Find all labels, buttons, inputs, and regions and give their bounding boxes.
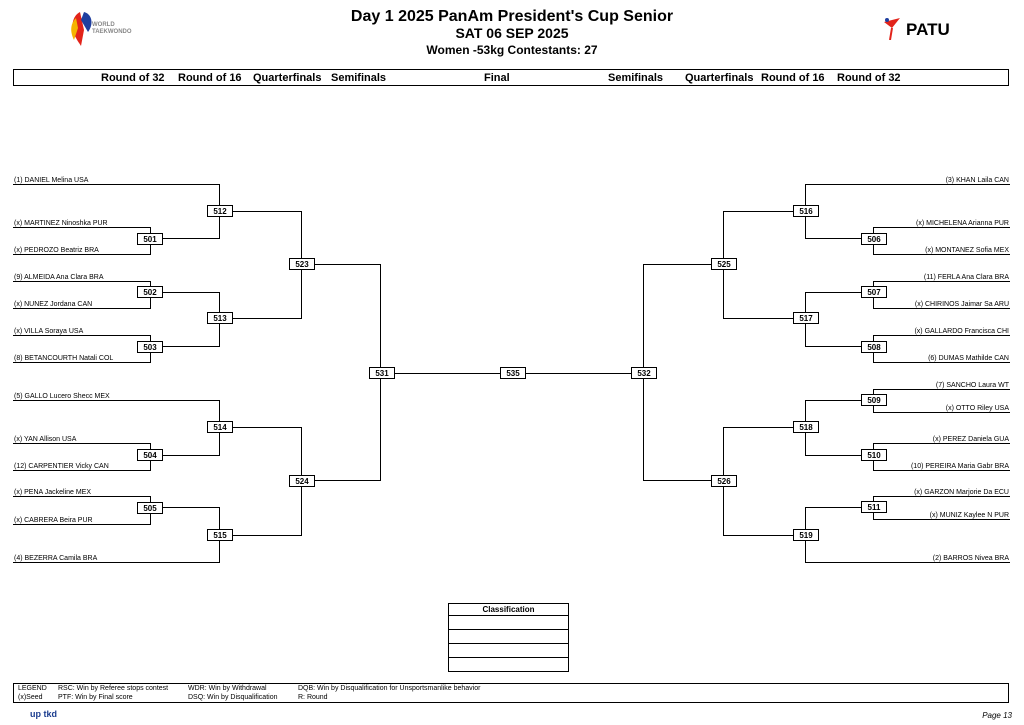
match-box-501[interactable]: 501: [137, 233, 163, 245]
match-box-515[interactable]: 515: [207, 529, 233, 541]
match-box-524[interactable]: 524: [289, 475, 315, 487]
competitor-name: (10) PEREIRA Maria Gabr BRA: [910, 463, 1009, 470]
competitor-name: (x) MICHELENA Arianna PUR: [916, 220, 1009, 227]
match-box-519[interactable]: 519: [793, 529, 819, 541]
competitor-name: (x) PEDROZO Beatriz BRA: [14, 247, 99, 254]
round-label-left-r32: Round of 32: [101, 72, 165, 84]
competitor-name: (x) PENA Jackeline MEX: [14, 489, 92, 496]
classification-title: Classification: [448, 603, 569, 616]
legend-wdr: WDR: Win by Withdrawal: [188, 685, 267, 692]
competitor-name: (x) GALLARDO Francisca CHI: [914, 328, 1009, 335]
competitor-name: (x) OTTO Riley USA: [945, 405, 1009, 412]
competitor-name: (8) BETANCOURTH Natali COL: [14, 355, 114, 362]
match-box-511[interactable]: 511: [861, 501, 887, 513]
match-box-509[interactable]: 509: [861, 394, 887, 406]
match-box-532[interactable]: 532: [631, 367, 657, 379]
match-box-504[interactable]: 504: [137, 449, 163, 461]
competitor-name: (x) PEREZ Daniela GUA: [932, 436, 1009, 443]
competitor-name: (6) DUMAS Mathilde CAN: [928, 355, 1009, 362]
round-label-final: Final: [484, 72, 510, 84]
patu-emblem-icon: [884, 18, 900, 40]
classification-row: [448, 616, 569, 630]
match-box-517[interactable]: 517: [793, 312, 819, 324]
round-label-left-r16: Round of 16: [178, 72, 242, 84]
legend-round: R: Round: [298, 694, 328, 701]
logo-text-taekwondo: TAEKWONDO: [92, 29, 132, 35]
competitor-name: (x) VILLA Soraya USA: [14, 328, 84, 335]
competitor-name: (x) CHIRINOS Jaimar Sa ARU: [914, 301, 1009, 308]
competitor-name: (x) CABRERA Beira PUR: [14, 517, 93, 524]
match-box-525[interactable]: 525: [711, 258, 737, 270]
competitor-name: (2) BARROS Nivea BRA: [932, 555, 1009, 562]
match-box-531[interactable]: 531: [369, 367, 395, 379]
competitor-name: (x) MUNIZ Kaylee N PUR: [929, 512, 1009, 519]
competitor-name: (11) FERLA Ana Clara BRA: [923, 274, 1009, 281]
competitor-name: (9) ALMEIDA Ana Clara BRA: [14, 274, 104, 281]
classification-row: [448, 658, 569, 672]
taekwondo-emblem-icon: [71, 12, 92, 46]
match-box-513[interactable]: 513: [207, 312, 233, 324]
legend-rsc: RSC: Win by Referee stops contest: [58, 685, 169, 692]
round-label-right-r16: Round of 16: [761, 72, 825, 84]
competitor-name: (x) YAN Allison USA: [14, 436, 77, 443]
division-info: Women -53kg Contestants: 27: [426, 43, 598, 57]
competitor-name: (7) SANCHO Laura WT: [935, 382, 1009, 389]
legend-seed: (x)Seed: [18, 694, 43, 701]
match-box-508[interactable]: 508: [861, 341, 887, 353]
world-taekwondo-logo: WORLD TAEKWONDO: [66, 10, 156, 50]
round-label-left-qf: Quarterfinals: [253, 72, 322, 84]
patu-logo-text: PATU: [906, 20, 950, 39]
round-label-right-qf: Quarterfinals: [685, 72, 754, 84]
legend-dqb: DQB: Win by Disqualification for Unsport…: [298, 685, 481, 692]
match-box-510[interactable]: 510: [861, 449, 887, 461]
match-box-506[interactable]: 506: [861, 233, 887, 245]
page-title: Day 1 2025 PanAm President's Cup Senior: [350, 8, 674, 25]
round-header-bar: Round of 32 Round of 16 Quarterfinals Se…: [13, 69, 1009, 86]
legend-ptf: PTF: Win by Final score: [58, 694, 133, 701]
event-date: SAT 06 SEP 2025: [455, 25, 569, 41]
legend-label: LEGEND: [18, 685, 47, 692]
match-box-514[interactable]: 514: [207, 421, 233, 433]
competitor-name: (1) DANIEL Melina USA: [14, 177, 89, 184]
classification-row: [448, 630, 569, 644]
round-label-right-sf: Semifinals: [608, 72, 664, 84]
match-box-535[interactable]: 535: [500, 367, 526, 379]
classification-row: [448, 644, 569, 658]
competitor-name: (5) GALLO Lucero Shecc MEX: [14, 393, 110, 400]
match-box-518[interactable]: 518: [793, 421, 819, 433]
competitor-name: (12) CARPENTIER Vicky CAN: [14, 463, 109, 470]
page-number: Page 13: [982, 711, 1012, 720]
competitor-name: (x) MARTINEZ Ninoshka PUR: [14, 220, 108, 227]
round-label-right-r32: Round of 32: [837, 72, 901, 84]
competitor-name: (4) BEZERRA Camila BRA: [14, 555, 98, 562]
match-box-505[interactable]: 505: [137, 502, 163, 514]
patu-logo: PATU: [882, 16, 962, 42]
legend-dsq: DSQ: Win by Disqualification: [188, 694, 278, 701]
match-box-507[interactable]: 507: [861, 286, 887, 298]
match-box-516[interactable]: 516: [793, 205, 819, 217]
footer-logo: up tkd: [30, 709, 57, 719]
competitor-name: (x) GARZON Marjorie Da ECU: [914, 489, 1009, 496]
round-label-left-sf: Semifinals: [331, 72, 387, 84]
logo-text-world: WORLD: [92, 22, 115, 28]
match-box-502[interactable]: 502: [137, 286, 163, 298]
match-box-503[interactable]: 503: [137, 341, 163, 353]
competitor-name: (x) MONTANEZ Sofia MEX: [925, 247, 1009, 254]
legend-box: LEGEND (x)Seed RSC: Win by Referee stops…: [13, 683, 1009, 703]
match-box-512[interactable]: 512: [207, 205, 233, 217]
competitor-name: (3) KHAN Laila CAN: [945, 177, 1009, 184]
match-box-526[interactable]: 526: [711, 475, 737, 487]
match-box-523[interactable]: 523: [289, 258, 315, 270]
competitor-name: (x) NUNEZ Jordana CAN: [14, 301, 93, 308]
